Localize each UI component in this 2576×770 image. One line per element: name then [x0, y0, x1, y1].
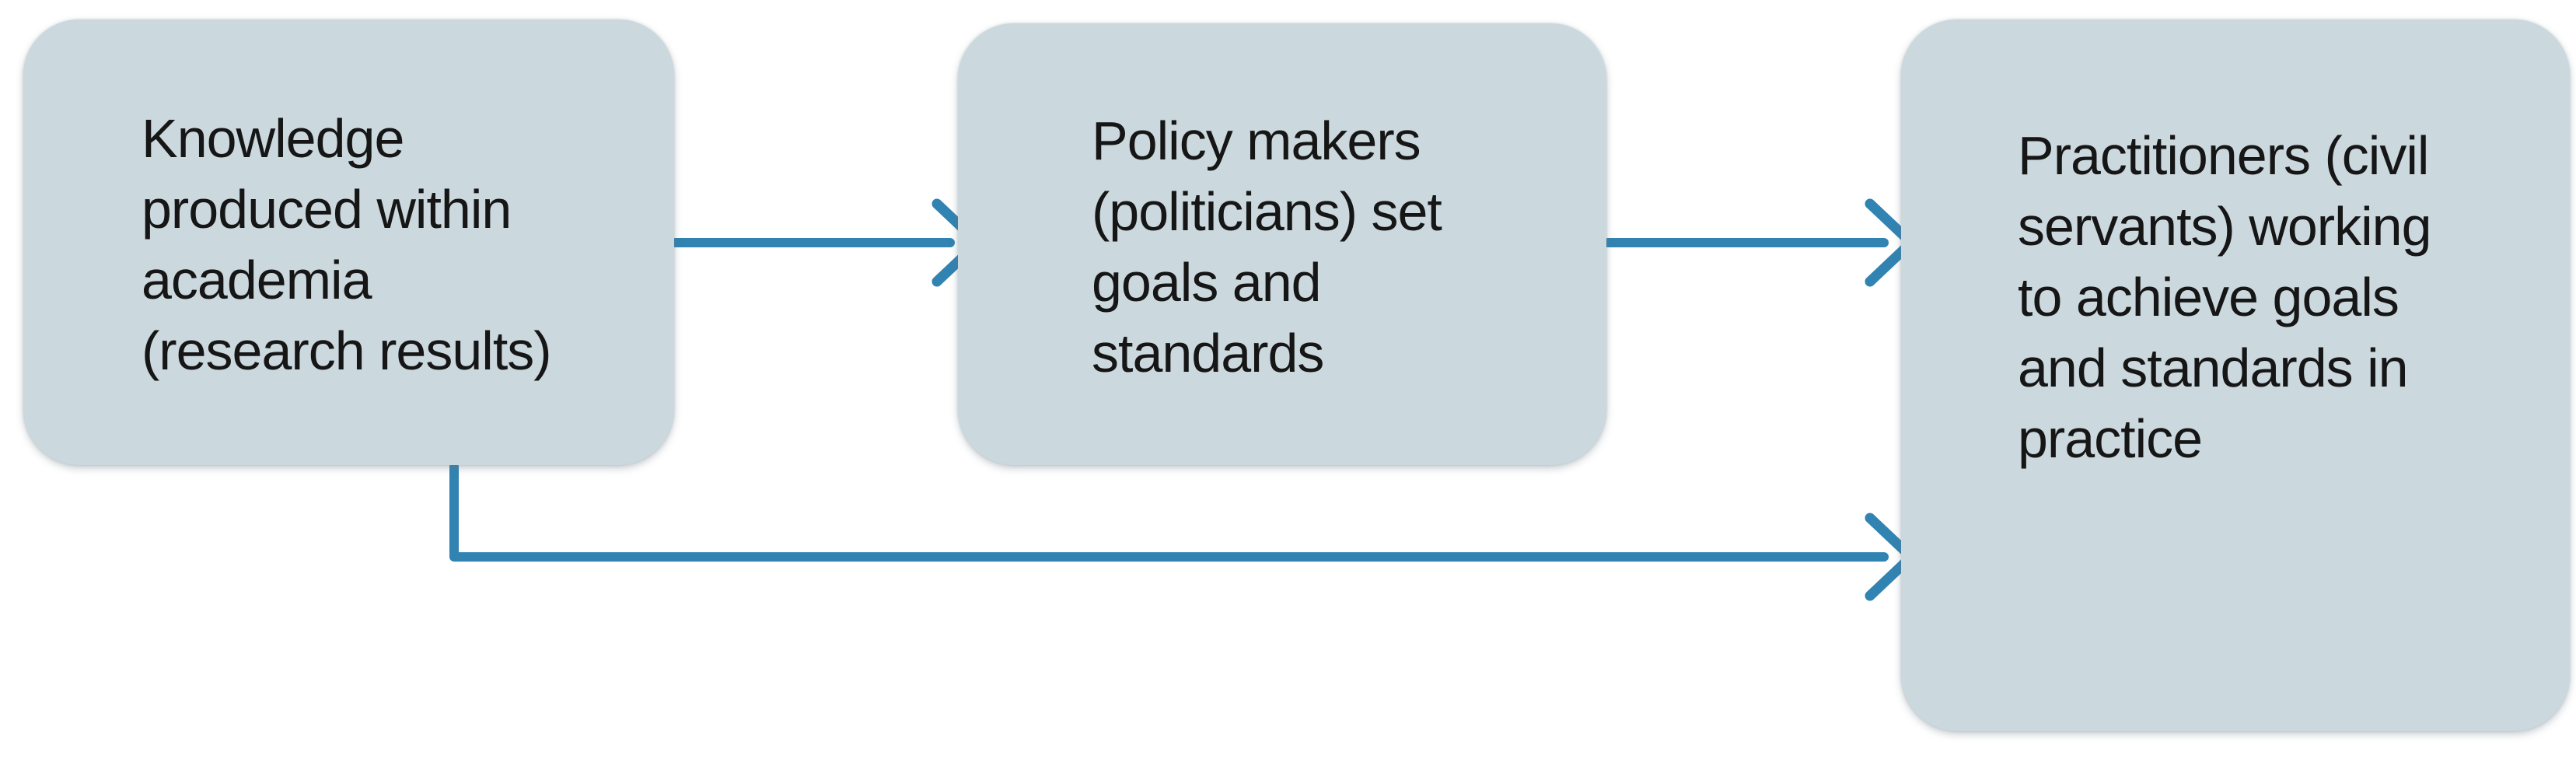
flow-box-policy-makers: Policy makers (politicians) set goals an… [958, 23, 1606, 465]
flow-box-practitioners-label: Practitioners (civil servants) working t… [2018, 125, 2432, 469]
flow-box-practitioners: Practitioners (civil servants) working t… [1901, 19, 2570, 731]
flow-box-policy-makers-label: Policy makers (politicians) set goals an… [1092, 110, 1442, 383]
flow-box-knowledge-academia-label: Knowledge produced within academia (rese… [142, 108, 552, 381]
flow-box-knowledge-academia: Knowledge produced within academia (rese… [23, 19, 674, 465]
arrow-academia-to-practitioners-elbow-shaft [449, 462, 1889, 562]
